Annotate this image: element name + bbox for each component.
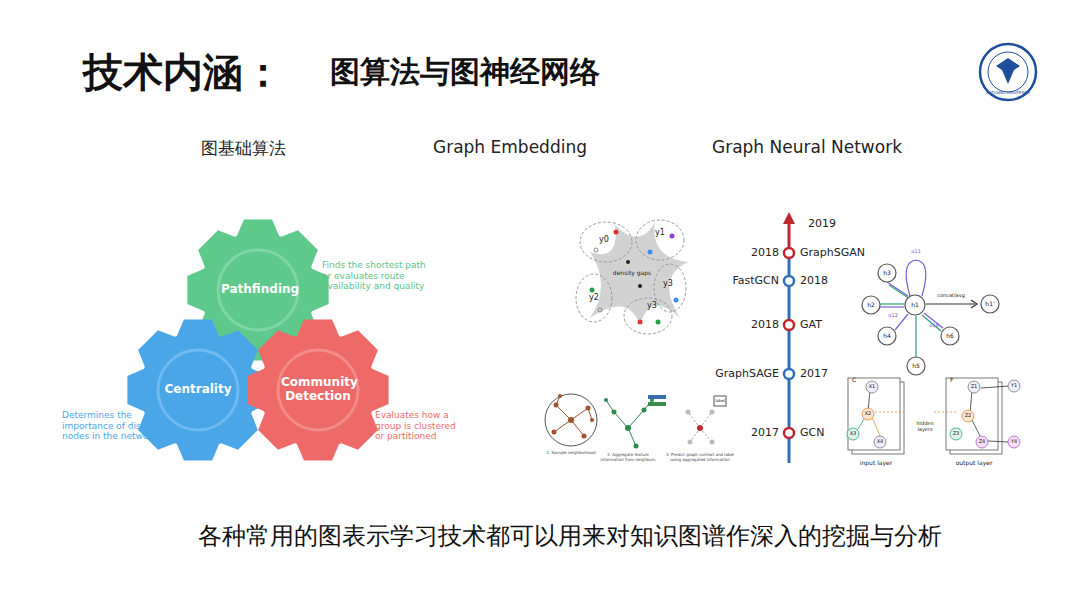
class-label: y1: [655, 228, 665, 237]
description: Finds the shortest path or evaluates rou…: [322, 260, 434, 291]
graphsage-figure: [545, 394, 726, 449]
layer-label: input layer: [860, 460, 892, 467]
layer-label: C: [852, 377, 856, 384]
gcn-figure: [847, 378, 1020, 454]
year: 2018: [751, 319, 779, 332]
class-label: y0: [599, 235, 609, 244]
node-label: h6: [946, 333, 954, 340]
attention-label: α11: [911, 249, 921, 255]
slide-title: 技术内涵：: [83, 49, 283, 95]
step-caption: 1. Sample neighborhood: [546, 451, 595, 456]
attention-label: α12: [888, 313, 898, 319]
class-label: y2: [589, 293, 599, 302]
gat-figure: [862, 260, 999, 375]
column-header: 图基础算法: [201, 139, 286, 159]
step-caption: 3. Predict graph context and label using…: [666, 453, 734, 462]
node-label: X4: [877, 439, 884, 445]
layer-label: output layer: [956, 460, 993, 467]
year: 2018: [800, 275, 828, 288]
column-header: Graph Neural Network: [712, 138, 902, 158]
label-tag: label: [715, 399, 725, 404]
gear-ring: [158, 350, 238, 430]
university-logo: [980, 44, 1036, 100]
gear-label: Pathfinding: [221, 283, 295, 297]
year: 2018: [751, 247, 779, 260]
year: 2017: [751, 427, 779, 440]
gear-label: Community Detection: [281, 376, 355, 404]
subtitle: 图算法与图神经网络: [330, 55, 600, 90]
attention-label: α16: [929, 323, 939, 329]
node-label: h2: [867, 302, 875, 309]
year: 2019: [808, 218, 836, 231]
gear-label: Centrality: [161, 383, 235, 397]
layer-label: F: [950, 377, 953, 384]
class-label: y3: [663, 279, 673, 288]
operation-label: concat/avg: [937, 293, 965, 299]
column-header: Graph Embedding: [433, 138, 587, 158]
node-label: h5: [912, 363, 920, 370]
description: Evaluates how a group is clustered or pa…: [375, 410, 463, 441]
model-name: GCN: [800, 427, 824, 440]
model-name: GraphSAGE: [715, 368, 779, 381]
gear-shape: [247, 319, 388, 460]
node-label: h1: [911, 302, 919, 309]
node-label: Y1: [1011, 383, 1017, 389]
node-label: Z1: [971, 384, 978, 390]
slide-caption: 各种常用的图表示学习技术都可以用来对知识图谱作深入的挖掘与分析: [198, 523, 942, 551]
node-label: X1: [869, 384, 876, 390]
step-caption: 2. Aggregate feature information from ne…: [598, 453, 658, 462]
logo-text: ZHEJIANG UNIVERSITY: [986, 91, 1030, 96]
node-label: X2: [865, 411, 872, 417]
layer-label: hidden layers: [910, 421, 940, 433]
model-name: GraphSGAN: [800, 247, 865, 260]
node-label: Y4: [1011, 439, 1017, 445]
gear-node: Community Detection: [243, 315, 393, 465]
node-label: X3: [850, 431, 857, 437]
model-name: GAT: [800, 319, 822, 332]
class-label: y3: [647, 301, 657, 310]
node-label: Z3: [953, 431, 960, 437]
timeline: [783, 212, 795, 463]
node-label: h3: [883, 270, 891, 277]
density-label: density gaps: [613, 270, 651, 277]
model-name: FastGCN: [732, 275, 779, 288]
node-label: Z2: [965, 413, 972, 419]
node-label: h1': [985, 301, 994, 308]
gear-ring: [278, 350, 358, 430]
node-label: h4: [883, 333, 891, 340]
node-label: Z4: [979, 439, 986, 445]
year: 2017: [800, 368, 828, 381]
gear-ring: [218, 250, 298, 330]
embedding-figure: [576, 220, 688, 334]
